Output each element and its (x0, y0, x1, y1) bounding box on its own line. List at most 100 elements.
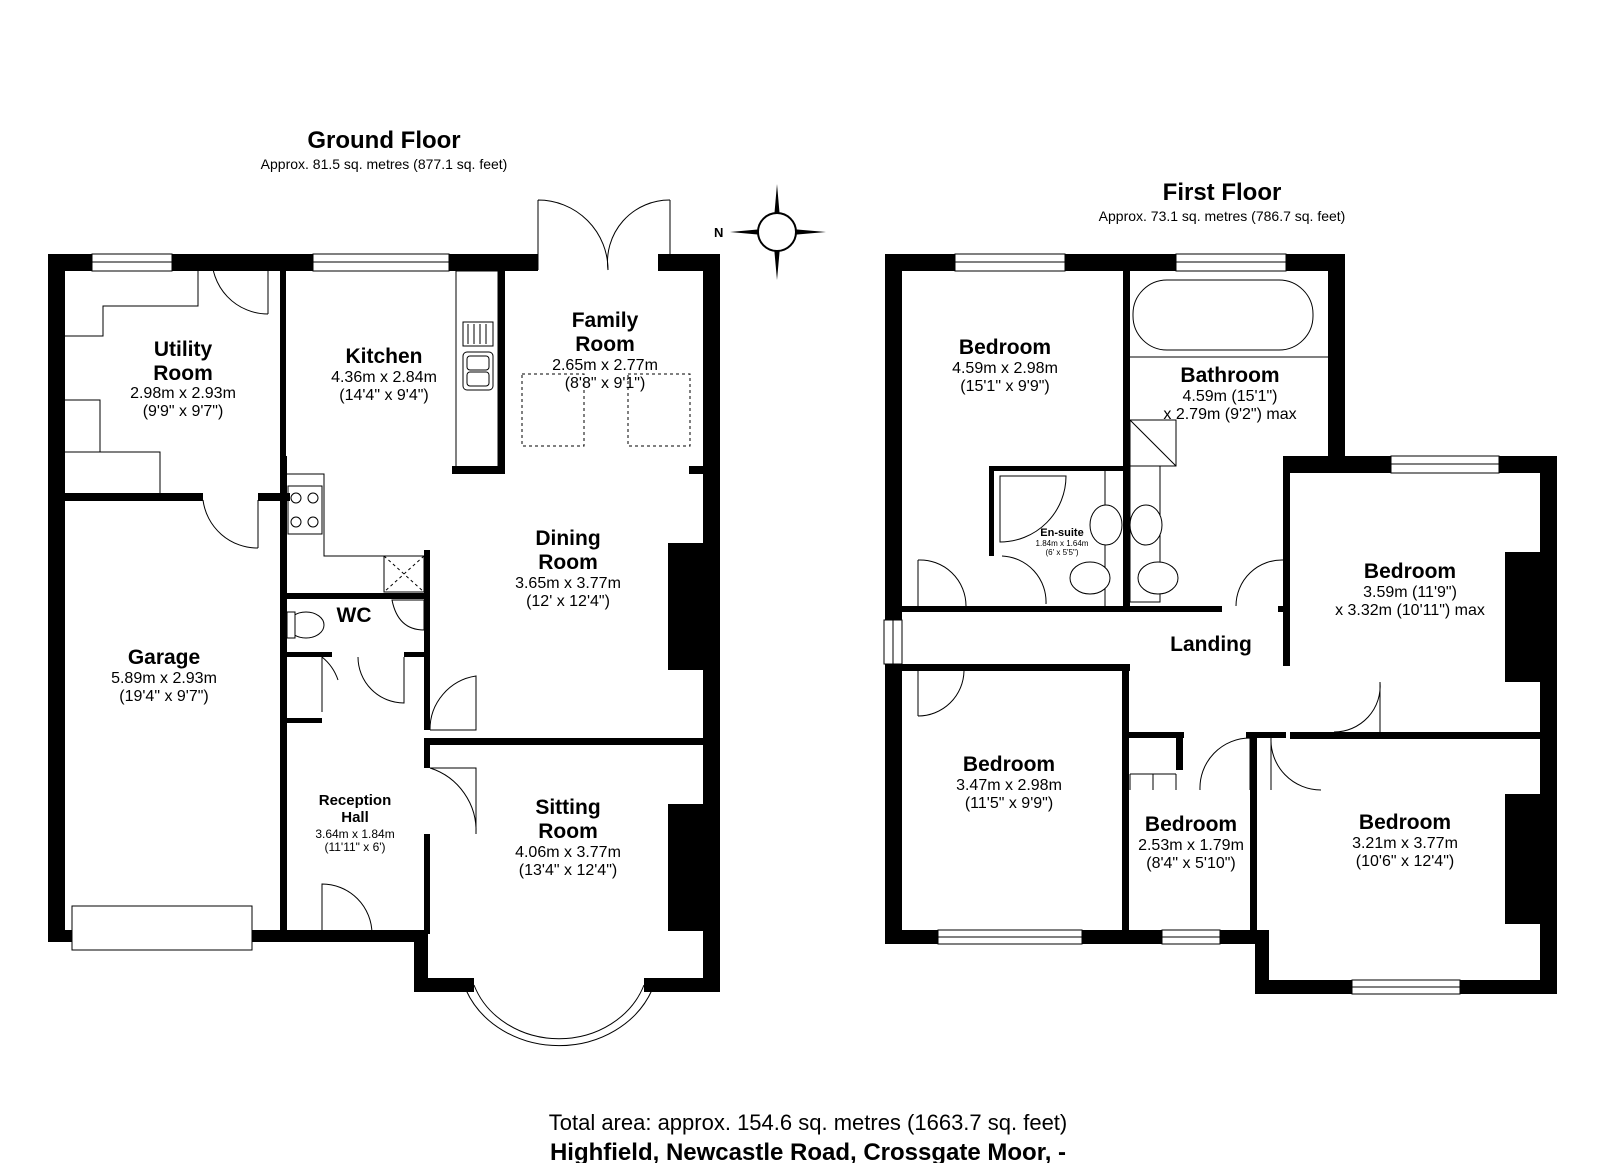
ff-wall-ensuite-west (989, 466, 994, 556)
bedroom-5-dims-1: 3.21m x 3.77m (1352, 835, 1458, 852)
bedroom-2-dims-1: 3.59m (11'9") (1363, 584, 1457, 601)
sitting-room-name-2: Room (538, 820, 598, 843)
ff-door-bed4 (1199, 737, 1251, 791)
bathroom-dims-1: 4.59m (15'1") (1183, 388, 1278, 405)
gf-door-dining (429, 675, 477, 731)
bedroom-2-name: Bedroom (1364, 560, 1456, 583)
sitting-room-dims-1: 4.06m x 3.77m (515, 844, 621, 861)
gf-chimney-dining (668, 543, 706, 670)
first-floor-title: First Floor (1163, 179, 1282, 206)
gf-garage-door (71, 905, 253, 951)
footer: Total area: approx. 154.6 sq. metres (16… (549, 1110, 1068, 1163)
compass-north-label: N (714, 225, 723, 240)
gf-french-door-right (607, 199, 671, 271)
gf-wall-east-upper (703, 254, 720, 732)
gf-wall-wc-south (286, 652, 332, 657)
ff-wall-landing-b (969, 606, 1128, 612)
ff-ensuite-basin (1089, 504, 1123, 546)
gf-wall-utility-south-2 (258, 493, 290, 501)
ff-door-bed2 (1333, 681, 1381, 733)
ensuite-name: En-suite (1040, 527, 1083, 539)
gf-family-rooflight-1 (521, 373, 585, 447)
gf-wall-wc-north (286, 593, 428, 599)
garage-dims-2: (19'4" x 9'7") (119, 688, 209, 705)
wc-name: WC (337, 604, 372, 627)
sitting-room-dims-2: (13'4" x 12'4") (519, 862, 617, 879)
gf-hall-unit (383, 555, 425, 593)
bathroom-dims-2: x 2.79m (9'2") max (1163, 406, 1296, 423)
utility-room-name-1: Utility (154, 338, 213, 361)
gf-wall-wc-south-2 (404, 652, 428, 657)
family-room-dims-2: (8'8" x 9'1") (565, 375, 646, 392)
bedroom-4-dims-1: 2.53m x 1.79m (1138, 837, 1244, 854)
family-room-name-2: Room (575, 333, 635, 356)
ff-wall-ensuite-north (989, 466, 1129, 471)
floor-labels: Ground Floor Approx. 81.5 sq. metres (87… (261, 127, 1346, 224)
gf-door-sitting (429, 767, 477, 835)
dining-room-name-1: Dining (535, 527, 600, 550)
bathroom-name: Bathroom (1180, 364, 1279, 387)
bedroom-5-name: Bedroom (1359, 811, 1451, 834)
ff-ensuite-shower (999, 475, 1067, 543)
gf-wall-cupboard (286, 718, 322, 723)
gf-door-utility-garage (202, 499, 259, 549)
gf-utility-worktop (65, 270, 199, 337)
dining-room-name-2: Room (538, 551, 598, 574)
first-floor-area: Approx. 73.1 sq. metres (786.7 sq. feet) (1099, 208, 1346, 224)
bedroom-1-name: Bedroom (959, 336, 1051, 359)
gf-wall-sitting-west (414, 930, 428, 992)
ground-floor-title: Ground Floor (307, 127, 460, 154)
sitting-room-name-1: Sitting (535, 796, 600, 819)
kitchen-name: Kitchen (345, 345, 422, 368)
gf-wall-bay-left (414, 978, 474, 992)
gf-wall-hall-sitting-b (424, 834, 430, 934)
ff-wall-bed2-west-upper (1283, 456, 1290, 606)
reception-hall-dims-2: (11'11" x 6') (324, 840, 385, 854)
ff-wall-landing-a (901, 606, 971, 612)
ff-wall-landing-c (1122, 606, 1222, 612)
gf-family-rooflight-2 (627, 373, 691, 447)
ff-door-ensuite (1001, 555, 1047, 605)
bedroom-2-dims-2: x 3.32m (10'11") max (1335, 602, 1485, 619)
room-labels: Utility Room 2.98m x 2.93m (9'9" x 9'7")… (111, 309, 1485, 879)
ff-wall-west (885, 254, 902, 944)
gf-wall-kitchen-family (498, 270, 505, 474)
bedroom-3-dims-2: (11'5" x 9'9") (965, 795, 1053, 812)
kitchen-dims-1: 4.36m x 2.84m (331, 369, 437, 386)
gf-french-door-left (537, 199, 609, 271)
gf-kitchen-worktop (455, 270, 499, 469)
ff-wall-bed3-east (1122, 664, 1129, 934)
ff-wall-bed4-east (1250, 732, 1257, 942)
ground-floor-area: Approx. 81.5 sq. metres (877.1 sq. feet) (261, 156, 508, 172)
reception-hall-dims-1: 3.64m x 1.84m (315, 827, 394, 841)
kitchen-dims-2: (14'4" x 9'4") (339, 387, 429, 404)
gf-wall-east-lower (703, 732, 720, 990)
ground-floor-plan (48, 199, 720, 1047)
ff-wall-bed2-bed5 (1290, 732, 1544, 739)
utility-room-dims-1: 2.98m x 2.93m (130, 385, 236, 402)
ff-bath-toilet (1137, 561, 1179, 595)
ff-door-bathroom (1235, 559, 1285, 607)
gf-bay-window (473, 984, 645, 1040)
bedroom-1-dims-2: (15'1" x 9'9") (960, 378, 1050, 395)
ff-wall-bed1-bath (1123, 270, 1130, 610)
ff-bath-tub (1132, 279, 1314, 351)
gf-wall-bay-right (644, 978, 720, 992)
bedroom-1-dims-1: 4.59m x 2.98m (952, 360, 1058, 377)
ff-wall-bed4-cupboard (1176, 732, 1183, 770)
gf-wall-garage-east (280, 456, 287, 932)
garage-name: Garage (128, 646, 200, 669)
gf-wall-family-south (689, 466, 709, 474)
dining-room-dims-2: (12' x 12'4") (526, 593, 610, 610)
family-room-dims-1: 2.65m x 2.77m (552, 357, 658, 374)
ensuite-dims-2: (6' x 5'5") (1045, 548, 1078, 557)
ff-door-bed5 (1270, 737, 1322, 791)
ff-door-bed3 (917, 670, 965, 717)
ff-chimney-bed5 (1505, 794, 1543, 924)
gf-door-wc (357, 656, 405, 704)
utility-room-name-2: Room (153, 362, 213, 385)
ff-ensuite-toilet (1069, 561, 1111, 595)
property-address: Highfield, Newcastle Road, Crossgate Moo… (550, 1139, 1066, 1163)
gf-chimney-sitting (668, 804, 706, 931)
bedroom-5-dims-2: (10'6" x 12'4") (1356, 853, 1454, 870)
